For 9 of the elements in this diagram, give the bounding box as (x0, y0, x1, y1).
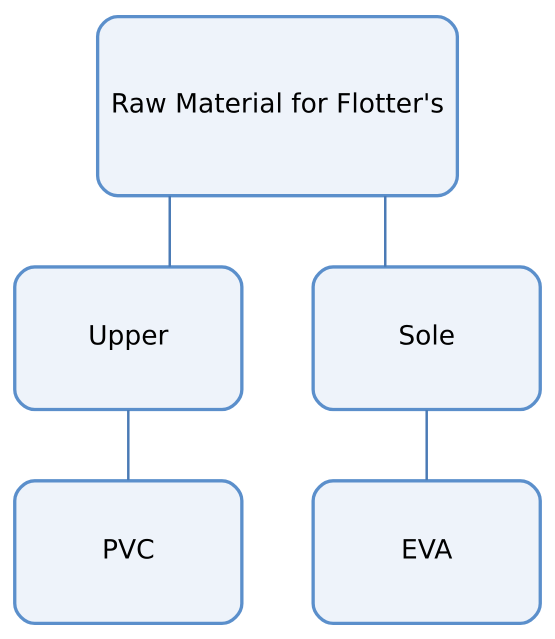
connector (127, 410, 130, 480)
node-box: Sole (311, 264, 542, 411)
node-box: Upper (13, 264, 244, 411)
node-box: Raw Material for Flotter's (96, 14, 460, 197)
connector (384, 195, 386, 266)
node-box: EVA (311, 478, 542, 625)
node-box: PVC (13, 478, 244, 625)
connector (168, 195, 171, 266)
connector (425, 410, 428, 480)
